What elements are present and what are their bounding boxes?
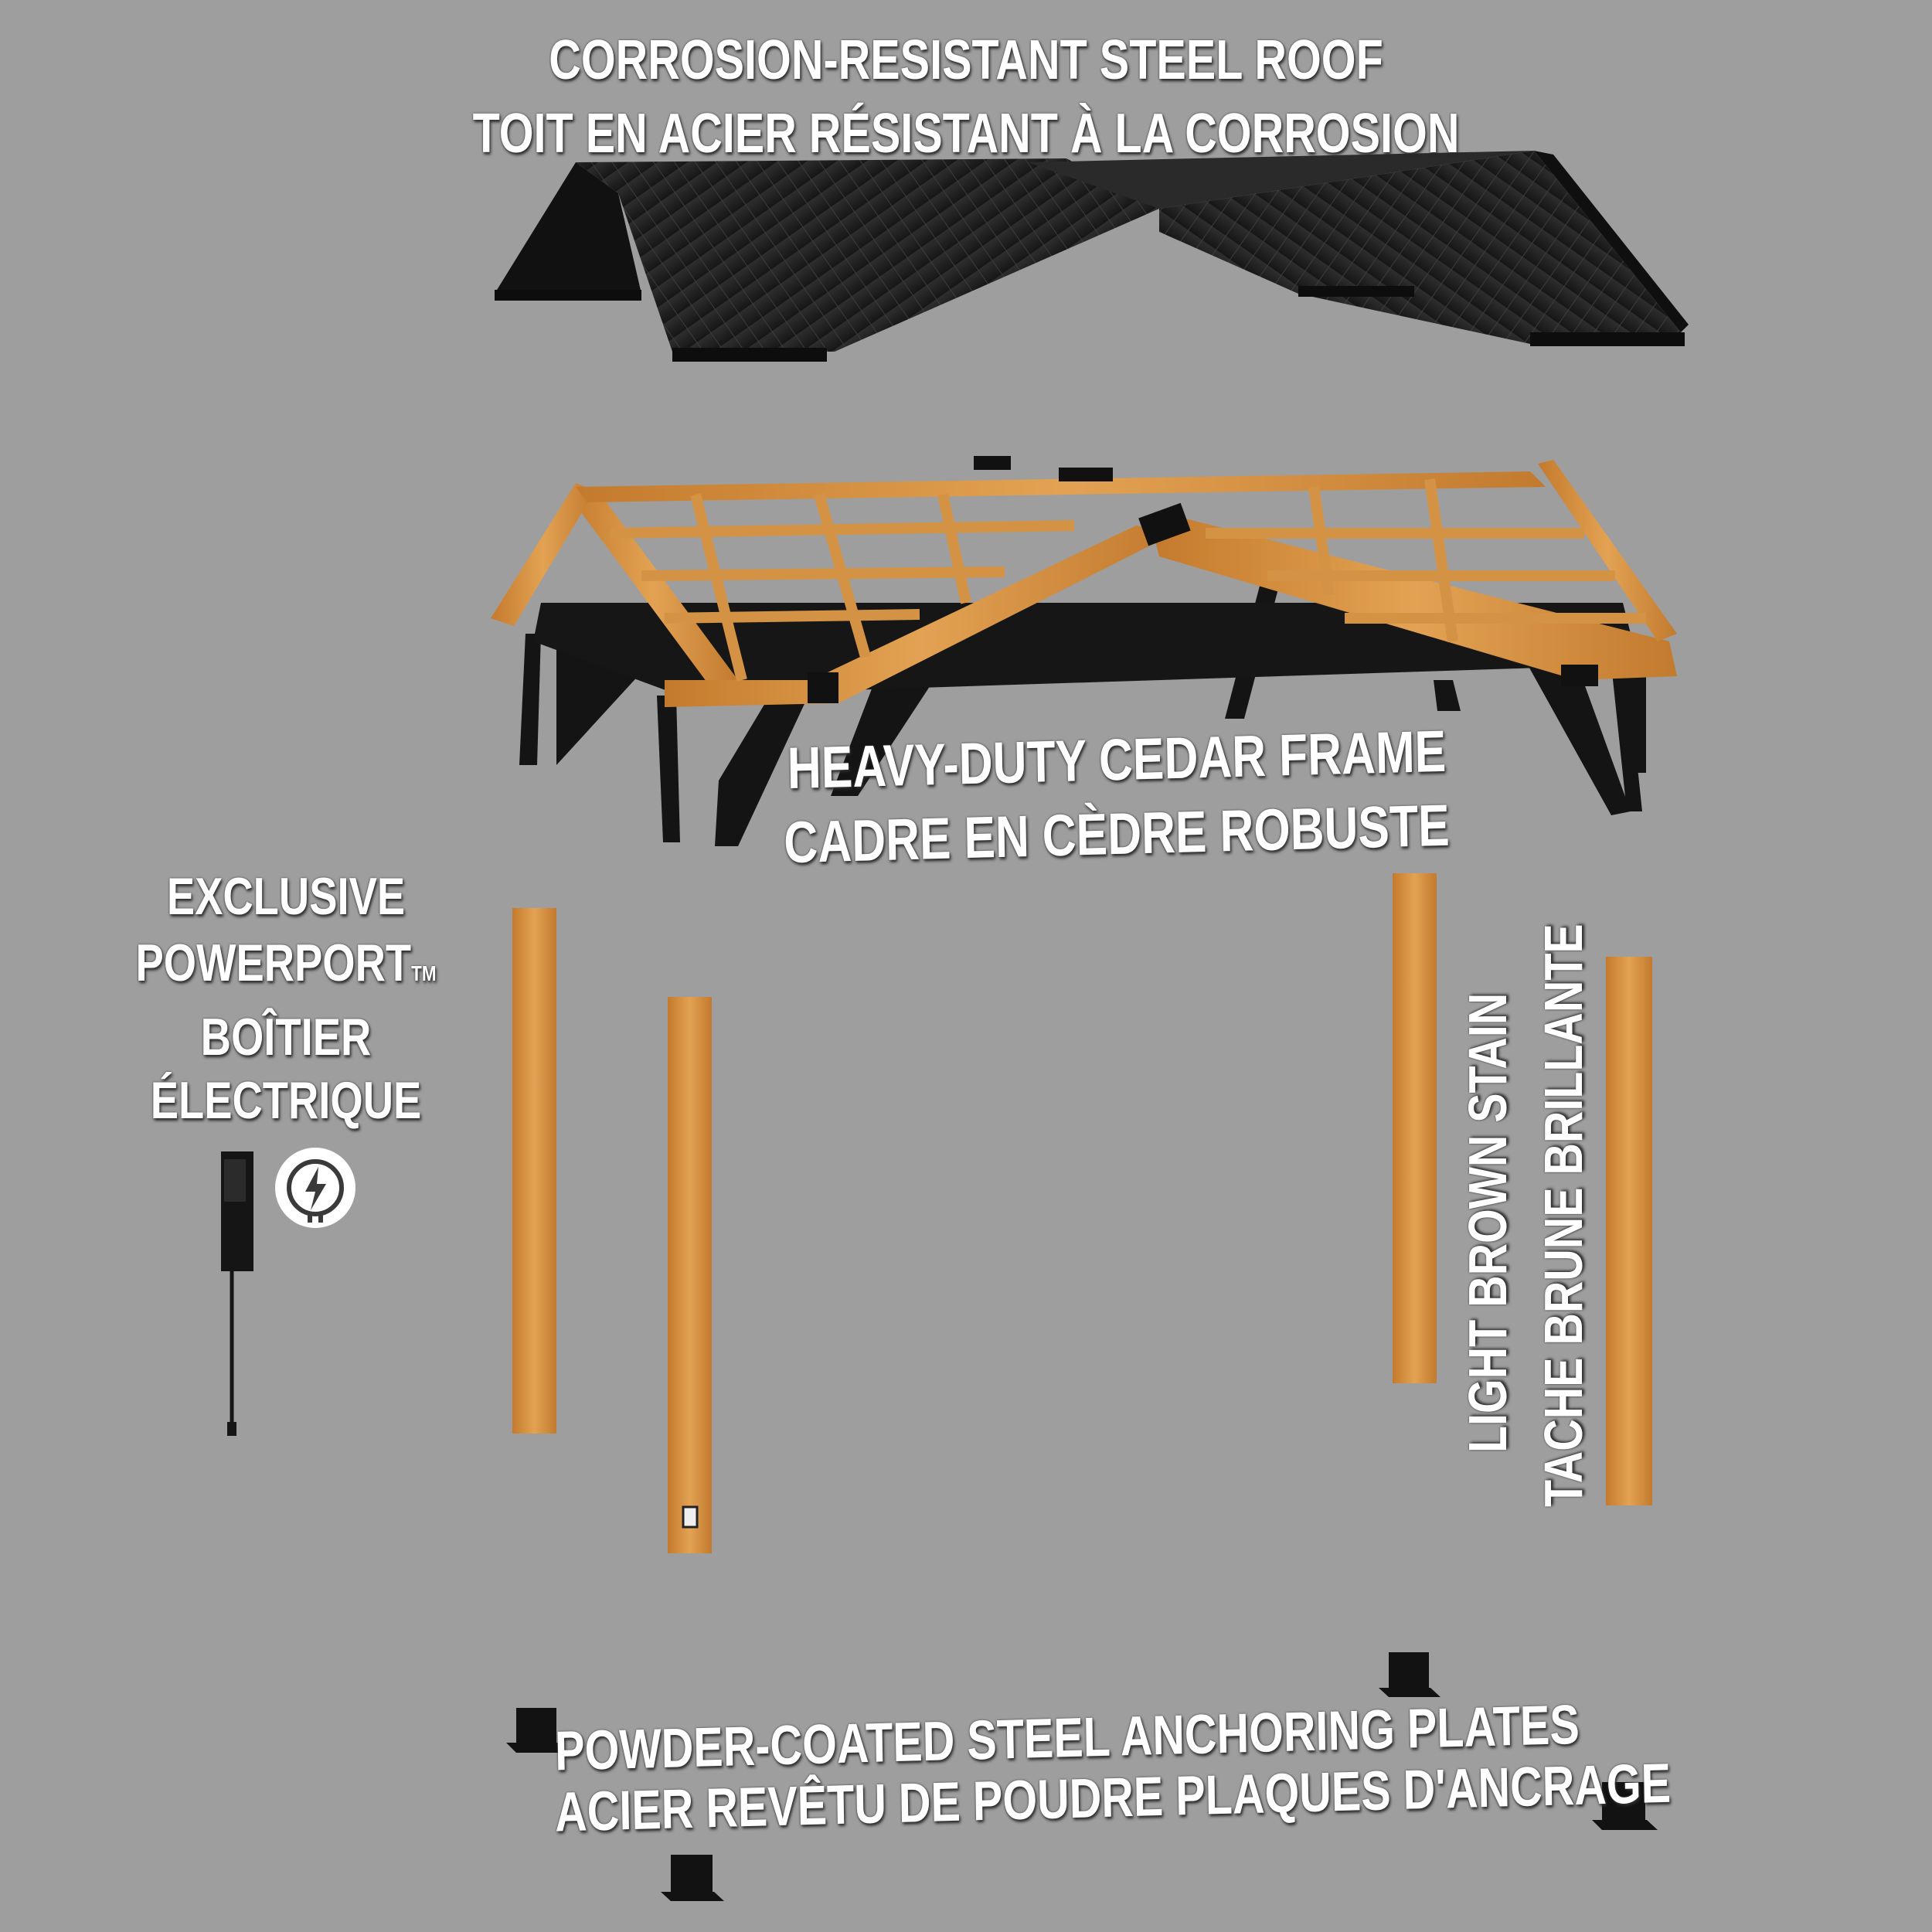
cedar-purlins <box>610 478 1646 682</box>
powerport-name: POWERPORT <box>135 934 412 992</box>
roof-fascia-right <box>1298 286 1414 297</box>
powerport-plug <box>227 1422 236 1436</box>
roof-left-gable <box>495 162 641 294</box>
roof-fascia-right-front <box>1530 332 1685 346</box>
powerport-label-line1: EXCLUSIVE <box>166 867 406 926</box>
powerport-label-line4: ÉLECTRIQUE <box>150 1071 422 1130</box>
roof-right-slope <box>1159 151 1681 344</box>
roof-fascia-front <box>672 348 827 362</box>
anchor-plates <box>506 1652 1658 1901</box>
roof-label-en: CORROSION-RESISTANT STEEL ROOF <box>549 29 1383 91</box>
post-back-right <box>1393 873 1437 1383</box>
post-front-left <box>512 908 556 1434</box>
anchor-plate <box>506 1708 568 1753</box>
post-outlet-plate <box>682 1505 699 1529</box>
steel-knee-plates <box>808 456 1598 703</box>
cedar-rafter-left-gable <box>491 483 595 626</box>
powerport-label-line3: BOÎTIER <box>200 1008 372 1066</box>
cedar-right-gable <box>1538 460 1677 641</box>
post-front-center-left <box>668 997 712 1553</box>
post-front-right <box>1606 957 1652 1505</box>
roof-fascia-left <box>495 290 641 301</box>
powerport-label-line2: POWERPORTTM <box>131 937 440 989</box>
cedar-back-ridge <box>576 471 1546 502</box>
roof-right-gable <box>1534 151 1689 332</box>
cedar-rafter-left <box>568 487 738 688</box>
stain-label-en: LIGHT BROWN STAIN <box>1458 992 1518 1453</box>
powerport-outlet-face <box>224 1159 246 1202</box>
roof-left-slope <box>576 158 1159 352</box>
power-plug-icon <box>275 1148 355 1228</box>
steel-roof <box>495 151 1689 362</box>
anchor-plate <box>1592 1782 1658 1830</box>
anchor-plate <box>661 1855 724 1901</box>
roof-ridge-valley <box>1028 151 1534 209</box>
trademark-mark: TM <box>411 961 437 985</box>
cedar-posts <box>512 873 1652 1553</box>
cedar-front-beam <box>665 526 1175 707</box>
anchor-plate <box>1379 1652 1440 1697</box>
powerport-device <box>221 1151 253 1436</box>
cedar-frame <box>491 456 1677 846</box>
stain-label-fr: TACHE BRUNE BRILLANTE <box>1533 923 1594 1507</box>
cedar-ridge-right <box>1151 518 1677 680</box>
roof-label-fr: TOIT EN ACIER RÉSISTANT À LA CORROSION <box>472 103 1460 165</box>
steel-brackets <box>519 556 1646 846</box>
